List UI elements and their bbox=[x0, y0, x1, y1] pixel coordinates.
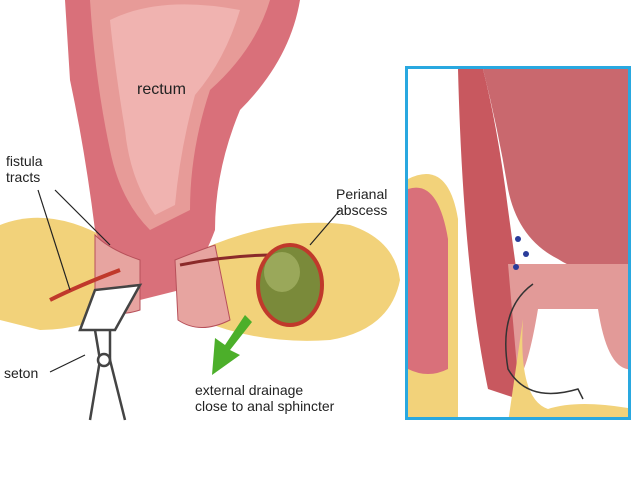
label-line: tracts bbox=[6, 169, 41, 185]
main-illustration bbox=[0, 0, 400, 421]
drainage-arrow bbox=[212, 315, 252, 375]
rectum-label: rectum bbox=[137, 81, 186, 98]
drainage-label: external drainage close to anal sphincte… bbox=[195, 382, 334, 414]
fistula-tracts-label: fistula tracts bbox=[6, 153, 43, 185]
label-line: Perianal bbox=[336, 186, 388, 202]
label-line: abscess bbox=[336, 202, 388, 218]
fistula-tract-2 bbox=[179, 253, 276, 267]
seton-loop bbox=[78, 283, 143, 421]
label-line: external drainage bbox=[195, 382, 304, 398]
fistula-tract-1 bbox=[49, 268, 121, 302]
label-line: close to anal sphincter bbox=[195, 398, 335, 414]
inset-closeup bbox=[405, 66, 631, 420]
label-line: fistula bbox=[6, 153, 43, 169]
perianal-abscess-label: Perianal abscess bbox=[336, 186, 387, 218]
seton-label: seton bbox=[4, 365, 39, 381]
inset-illustration bbox=[408, 69, 628, 417]
rectum-inner bbox=[110, 4, 240, 215]
right-sphincter bbox=[174, 244, 231, 328]
